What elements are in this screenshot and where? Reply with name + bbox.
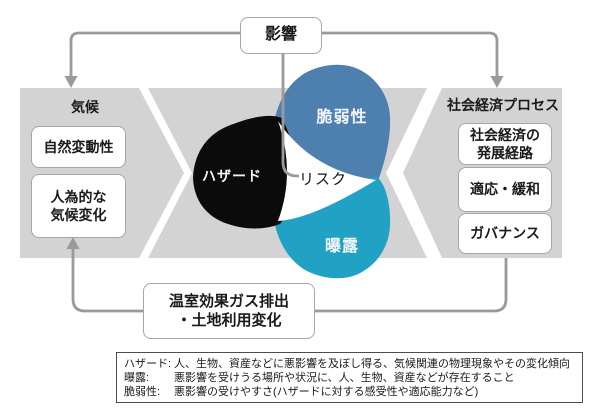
- impact-to-climate-connector: [69, 31, 240, 77]
- natural-variability-box: 自然変動性: [31, 126, 126, 168]
- arrowhead-down-climate: [64, 76, 78, 88]
- arrowhead-up-anthropogenic: [66, 237, 80, 249]
- hazard-label: ハザード: [202, 168, 262, 184]
- risk-center-shape: [278, 121, 376, 221]
- legend-term-exposure: 曝露:: [124, 371, 150, 384]
- governance-box: ガバナンス: [458, 213, 552, 254]
- definitions-legend-box: ハザード: 人、生物、資産などに悪影響を及ぼし得る、気候関連の物理現象やその変化…: [116, 352, 583, 403]
- legend-row-vulnerability: 脆弱性: 悪影響の受けやすさ(ハザードに対する感受性や適応能力など): [124, 385, 575, 399]
- emissions-to-climate-connector: [71, 248, 145, 313]
- impact-box: 影響: [240, 17, 322, 54]
- exposure-label: 曝露: [324, 238, 359, 255]
- legend-desc-exposure: 悪影響を受けうる場所や状況に、人、生物、資産などが存在すること: [174, 371, 515, 384]
- impact-to-socioeconomic-connector: [320, 31, 499, 77]
- impact-to-risk-connector: [281, 50, 299, 178]
- legend-desc-vulnerability: 悪影響の受けやすさ(ハザードに対する感受性や適応能力など): [174, 385, 479, 398]
- anthropogenic-change-box: 人為的な 気候変化: [31, 174, 126, 238]
- adaptation-mitigation-box: 適応・緩和: [458, 167, 552, 212]
- development-pathways-box: 社会経済の 発展経路: [458, 123, 552, 165]
- arrowhead-down-socioeconomic: [490, 76, 504, 88]
- legend-term-hazard: ハザード:: [124, 357, 172, 370]
- socioeconomic-panel-title: 社会経済プロセス: [447, 97, 559, 113]
- legend-desc-hazard: 人、生物、資産などに悪影響を及ぼし得る、気候関連の物理現象やその変化傾向: [174, 357, 570, 370]
- legend-row-hazard: ハザード: 人、生物、資産などに悪影響を及ぼし得る、気候関連の物理現象やその変化…: [124, 357, 575, 371]
- vulnerability-label: 脆弱性: [316, 109, 368, 126]
- legend-row-exposure: 曝露: 悪影響を受けうる場所や状況に、人、生物、資産などが存在すること: [124, 371, 575, 385]
- emissions-landuse-box: 温室効果ガス排出 ・土地利用変化: [143, 283, 315, 339]
- hazard-ellipse: [193, 115, 296, 229]
- risk-label: リスク: [298, 170, 347, 188]
- socioeconomic-to-emissions-connector: [311, 258, 508, 313]
- climate-panel-title: 気候: [71, 99, 99, 115]
- legend-term-vulnerability: 脆弱性:: [124, 385, 161, 398]
